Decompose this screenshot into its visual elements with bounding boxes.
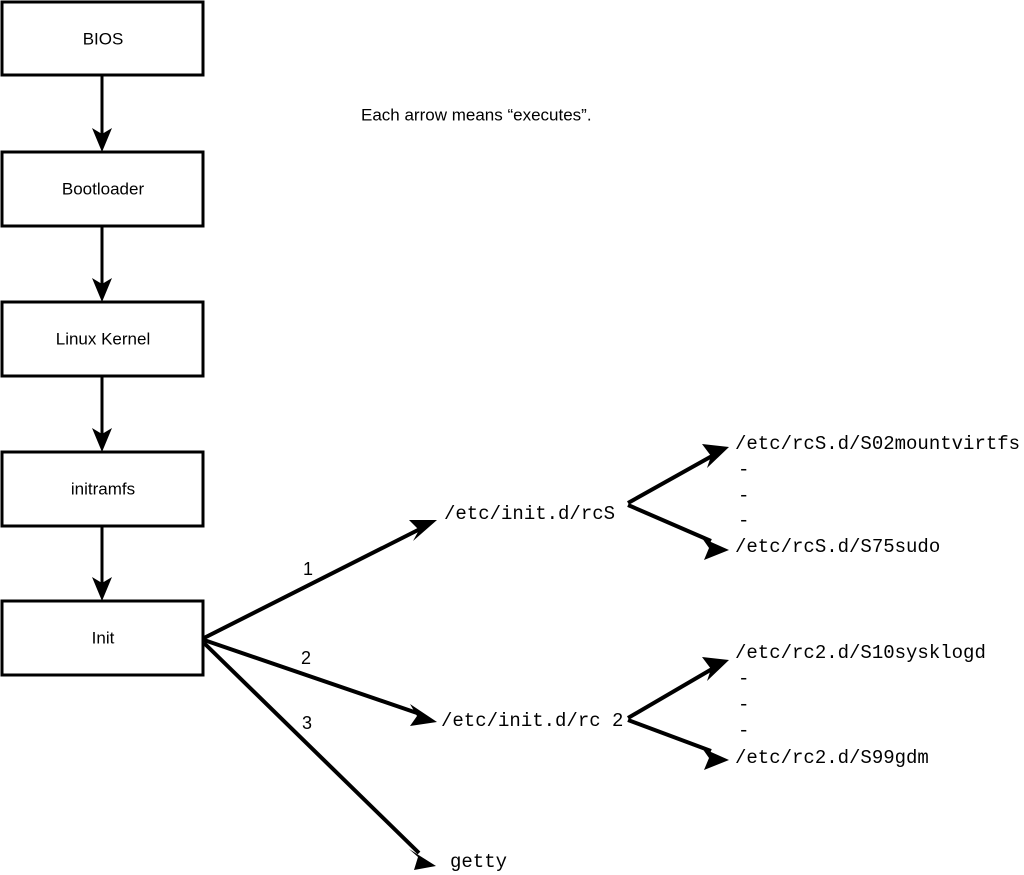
rcs-branch-edges — [627, 444, 729, 560]
chain-connectors — [92, 75, 112, 601]
arrowhead-rc2-to-first-script — [702, 657, 729, 681]
rc2-ellipsis-dash-1: - — [738, 668, 749, 690]
edge-init-to-getty — [202, 641, 421, 855]
arrowhead-rc2-to-last-script — [702, 748, 729, 770]
edge-init-to-rc2 — [203, 638, 421, 716]
rcs-ellipsis-dash-2: - — [738, 485, 749, 507]
node-bios[interactable]: BIOS — [0, 0, 205, 77]
node-bootloader-box — [0, 150, 205, 228]
edge-rc2-to-first-script — [626, 667, 714, 720]
arrowhead-init-to-rcs — [409, 520, 437, 541]
edge-rc2-to-last-script — [627, 718, 712, 753]
edge-number-1: 1 — [303, 559, 313, 579]
rc2-branch-edges — [626, 657, 729, 770]
label-rcs-last-script: /etc/rcS.d/S75sudo — [735, 536, 940, 558]
arrowhead-init-to-getty — [409, 849, 436, 870]
rcs-ellipsis-dash-3: - — [738, 510, 749, 532]
label-rcs-first-script: /etc/rcS.d/S02mountvirtfs — [735, 433, 1020, 455]
rc2-ellipsis-dash-3: - — [738, 720, 749, 742]
arrowhead-rcs-to-first-script — [702, 444, 729, 468]
arrowhead-bootloader-to-kernel — [92, 278, 112, 302]
node-linux-kernel-box — [0, 300, 205, 378]
label-getty: getty — [450, 851, 507, 873]
node-initramfs-box — [0, 450, 205, 528]
arrowhead-kernel-to-initramfs — [92, 428, 112, 452]
edge-init-to-rcs — [203, 527, 421, 640]
legend-note: Each arrow means “executes”. — [361, 105, 592, 124]
edge-rcs-to-last-script — [627, 503, 712, 543]
node-init-label: Init — [92, 628, 115, 647]
rc2-ellipsis-dash-2: - — [738, 694, 749, 716]
node-bootloader-label: Bootloader — [62, 179, 145, 198]
node-initramfs-label: initramfs — [71, 479, 135, 498]
node-init[interactable]: Init — [0, 599, 205, 677]
node-init-box — [0, 599, 205, 677]
node-linux-kernel[interactable]: Linux Kernel — [0, 300, 205, 378]
arrowhead-bios-to-bootloader — [92, 128, 112, 152]
label-init-d-rc2: /etc/init.d/rc 2 — [441, 710, 623, 732]
arrowhead-initramfs-to-init — [92, 577, 112, 601]
node-initramfs[interactable]: initramfs — [0, 450, 205, 528]
arrowhead-init-to-rc2 — [410, 704, 437, 726]
edge-number-2: 2 — [301, 648, 311, 668]
init-branch-edges: 1 2 3 — [202, 520, 437, 870]
node-bios-box — [0, 0, 205, 77]
node-linux-kernel-label: Linux Kernel — [56, 329, 151, 348]
node-bios-label: BIOS — [83, 29, 124, 48]
label-rc2-last-script: /etc/rc2.d/S99gdm — [735, 747, 929, 769]
edge-rcs-to-first-script — [627, 454, 713, 505]
label-init-d-rcs: /etc/init.d/rcS — [444, 503, 615, 525]
rcs-ellipsis-dash-1: - — [738, 459, 749, 481]
label-rc2-first-script: /etc/rc2.d/S10sysklogd — [735, 642, 986, 664]
arrowhead-rcs-to-last-script — [702, 538, 729, 560]
node-bootloader[interactable]: Bootloader — [0, 150, 205, 228]
edge-number-3: 3 — [302, 713, 312, 733]
